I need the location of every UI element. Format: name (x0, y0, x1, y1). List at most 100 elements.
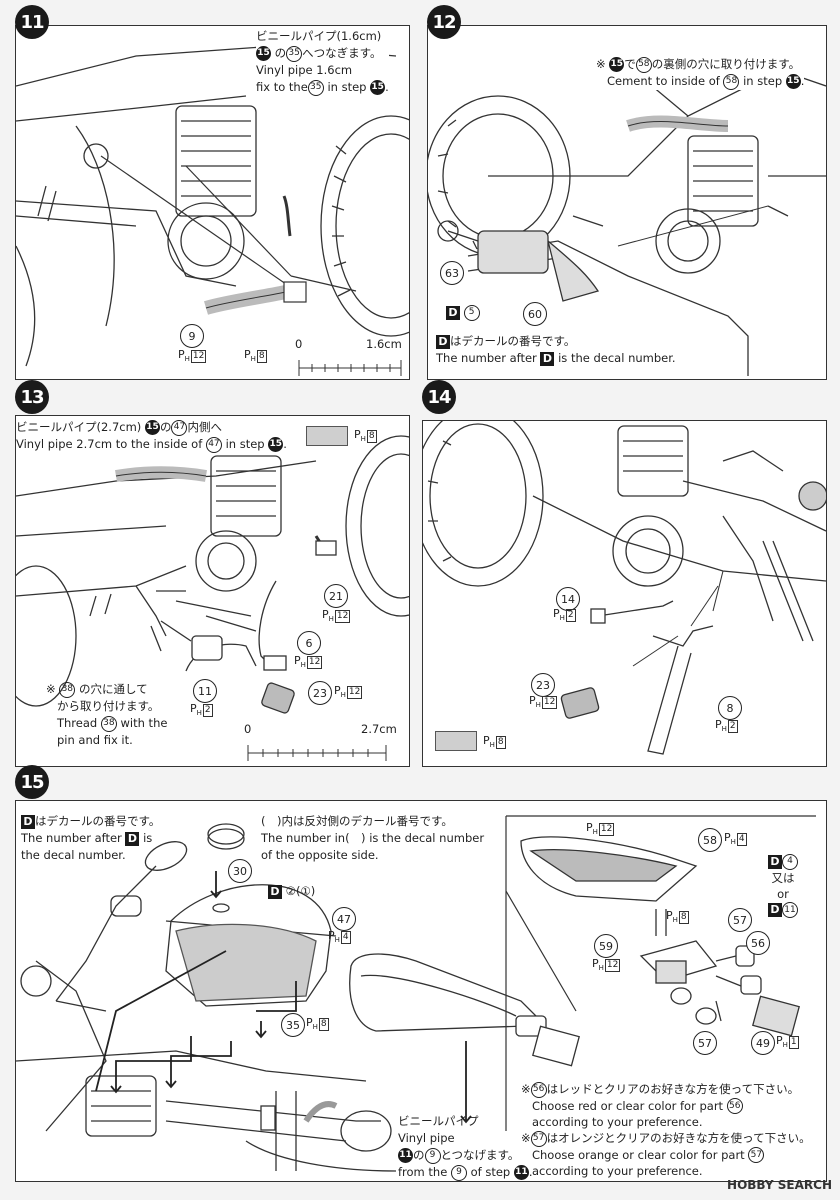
step-14-illustration (423, 421, 826, 755)
ref-step-badge-en: 15 (785, 74, 801, 89)
decal-note-en3: the decal number. (21, 848, 126, 862)
step-15-badge: 15 (15, 765, 49, 799)
part-21: 21 (324, 584, 348, 608)
note-jp1: ビニールパイプ(2.7cm) (16, 420, 142, 434)
decal-letter-box: D (21, 814, 35, 829)
color-part2-circle: 57 (530, 1130, 547, 1147)
note-jp2: の (159, 420, 172, 434)
part-23: 23 (531, 673, 555, 697)
pin-part-circle: 38 (59, 681, 76, 698)
color-swatch (306, 426, 348, 446)
color-part2-circle-en: 57 (748, 1147, 765, 1163)
step-13-badge: 13 (15, 380, 49, 414)
ref-step-badge-en: 15 (370, 80, 386, 95)
part-6: 6 (297, 631, 321, 655)
pipe-step-badge: 11 (398, 1148, 413, 1163)
inset-decal-letter-b: D (768, 903, 782, 917)
part-56: 56 (746, 931, 770, 955)
tank-decal-letter: D (268, 884, 282, 899)
ref-part-circle: 35 (286, 45, 303, 62)
inset-decal-b: 11 (782, 902, 798, 918)
part-57b: 57 (693, 1031, 717, 1055)
part-23: 23 (308, 681, 332, 705)
pipe-en3: of step (470, 1165, 511, 1179)
pin-note-mark: ※ (46, 682, 56, 696)
inset-or-en: or (777, 886, 789, 901)
pin-note-en2: with the (120, 716, 168, 730)
scale-label: 2.7cm (361, 722, 397, 736)
part-58: 58 (698, 828, 722, 852)
pin-note-en1: Thread (56, 716, 98, 730)
pin-part-circle-en: 38 (100, 715, 117, 732)
opp-note-en2: of the opposite side. (261, 848, 379, 862)
note-en1: Vinyl pipe 1.6cm (256, 63, 353, 77)
step-13-illustration (16, 435, 409, 761)
color-part1-circle-en: 56 (726, 1098, 743, 1114)
decal-num-circle: 5 (463, 304, 480, 321)
decal-note-en2: is (143, 831, 153, 845)
pipe-part-circle: 9 (424, 1147, 441, 1164)
step-14-badge: 14 (422, 380, 456, 414)
step-12-illustration (428, 65, 826, 376)
decal-note-en2: is the decal number. (558, 351, 676, 365)
decal-letter-box: D (446, 305, 460, 320)
note-jp2: の (274, 46, 287, 60)
color-note2-en1: Choose orange or clear color for part (531, 1147, 745, 1162)
tank-decal-num: ②(①) (285, 884, 316, 898)
ref-part-circle-en: 35 (307, 79, 324, 96)
step-11-badge: 11 (15, 5, 49, 39)
decal-letter-box-2: D (125, 831, 140, 846)
inset-decal-letter-a: D (768, 854, 782, 869)
decal-letter-box-2: D (436, 334, 450, 349)
part-35: 35 (281, 1013, 305, 1037)
inset-or-jp: 又は (771, 870, 795, 885)
scale-zero: 0 (295, 337, 303, 351)
part-57a: 57 (728, 908, 752, 932)
pipe-part-circle-en: 9 (450, 1164, 467, 1181)
ref-part-circle-en: 47 (205, 436, 222, 453)
scale-label: 1.6cm (366, 337, 402, 351)
decal-note-jp: はデカールの番号です。 (35, 814, 161, 828)
part-47: 47 (332, 907, 356, 931)
ref-step-badge: 15 (144, 420, 160, 435)
part-49: 49 (751, 1031, 775, 1055)
part-63: 63 (440, 261, 464, 285)
part-9: 9 (180, 324, 204, 348)
note-en1: Vinyl pipe 2.7cm to the inside of (16, 437, 203, 451)
ref-part-circle-en: 58 (723, 73, 740, 90)
part-8: 8 (718, 696, 742, 720)
step-11-illustration (16, 45, 409, 376)
pipe-step-badge-en: 11 (513, 1165, 529, 1180)
decal-letter-box-3: D (540, 351, 555, 366)
color-note1-en2: according to your preference. (531, 1115, 703, 1129)
note-en1: Cement to inside of (606, 74, 720, 88)
decal-5-label: D 5 (446, 304, 480, 321)
decal-note-en1: The number after (436, 351, 537, 365)
pipe-jp3: とつなげます。 (440, 1148, 520, 1162)
ref-step-badge: 15 (256, 46, 271, 61)
ref-part-circle: 47 (171, 419, 188, 436)
step-12-badge: 12 (427, 5, 461, 39)
opp-note-jp: ( )内は反対側のデカール番号です。 (261, 814, 453, 828)
